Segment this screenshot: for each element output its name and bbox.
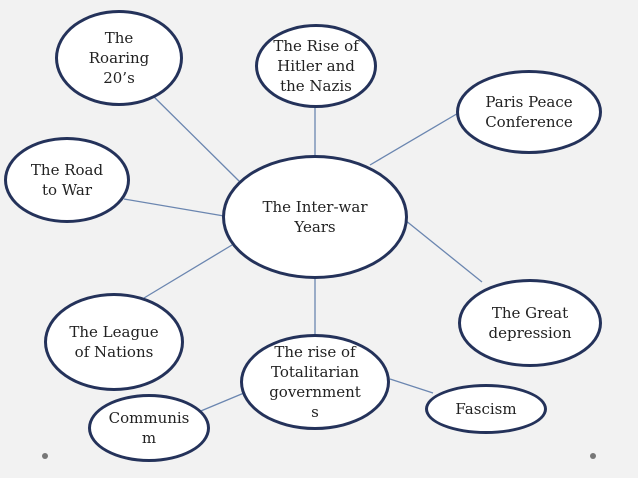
node-label: Paris Peace Conference [485,93,573,131]
node-label: The League of Nations [69,323,159,361]
node-label: The Inter-war Years [262,198,368,236]
node-paris-peace-conference: Paris Peace Conference [456,70,602,154]
slide-corner-dot-right [590,453,596,459]
connector-center-road-to-war [123,198,225,217]
slide-corner-dot-left [42,453,48,459]
connector-center-paris-peace [369,111,461,166]
node-label: The Road to War [30,161,104,199]
node-fascism: Fascism [425,384,547,434]
connector-center-great-depression [399,215,483,283]
node-rise-of-hitler: The Rise of Hitler and the Nazis [255,24,377,108]
node-road-to-war: The Road to War [4,137,130,223]
connector-totalitarian-fascism [389,378,434,394]
node-rise-of-totalitarian: The rise of Totalitarian government s [240,334,390,430]
connector-totalitarian-communism [195,392,245,414]
node-great-depression: The Great depression [458,279,602,367]
node-league-of-nations: The League of Nations [44,293,184,391]
node-label: Fascism [455,400,517,418]
node-label: The Great depression [488,304,572,342]
node-inter-war-years: The Inter-war Years [222,155,408,279]
node-label: Communis m [108,409,190,447]
node-label: The rise of Totalitarian government s [269,343,361,421]
connector-center-league [143,244,233,299]
connector-center-roaring-20s [144,87,241,183]
node-label: The Rise of Hitler and the Nazis [273,37,359,95]
node-roaring-20s: The Roaring 20’s [55,10,183,106]
node-communism: Communis m [88,394,210,462]
node-label: The Roaring 20’s [88,29,150,87]
